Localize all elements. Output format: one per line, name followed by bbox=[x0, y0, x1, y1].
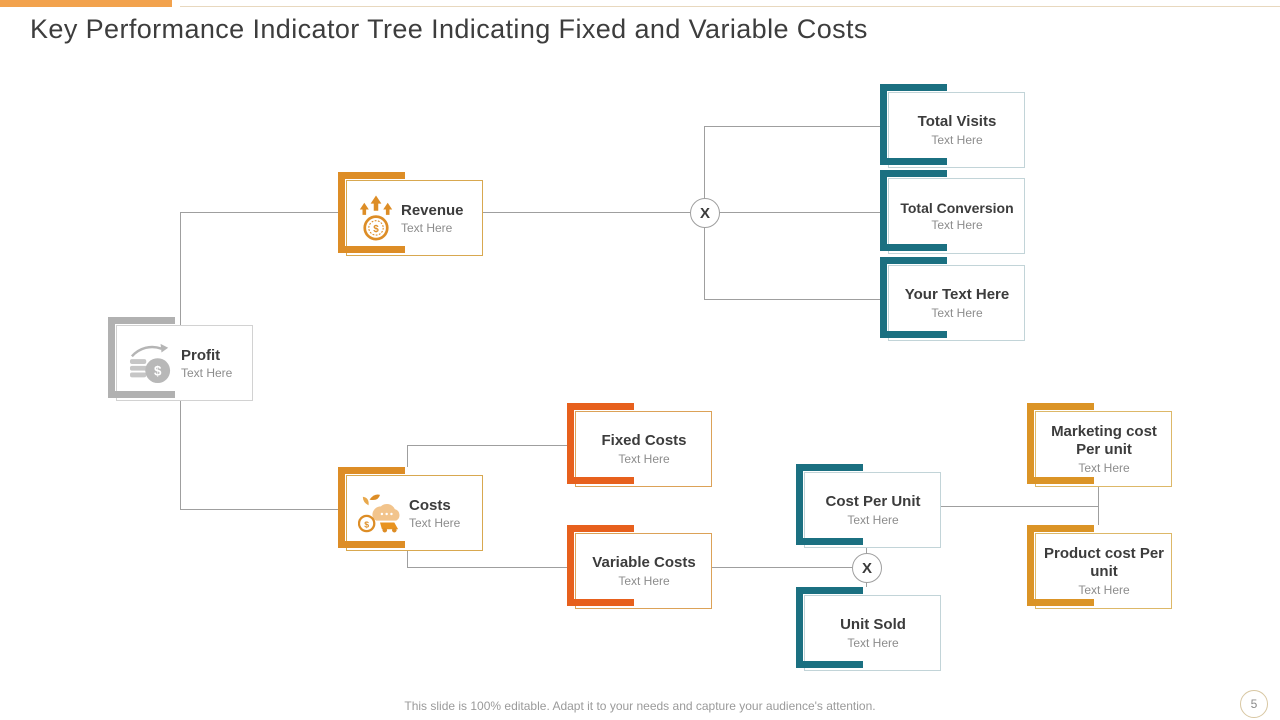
connector-revenue-multiply bbox=[483, 212, 690, 213]
node-cost-per-unit: Cost Per Unit Text Here bbox=[796, 464, 941, 548]
multiply-operator-bottom: X bbox=[852, 553, 882, 583]
node-revenue: $ Revenue Text Here bbox=[338, 172, 483, 256]
node-marketing-cost: Marketing cost Per unit Text Here bbox=[1027, 403, 1172, 487]
node-title: Costs bbox=[409, 496, 451, 514]
node-total-conversion: Total Conversion Text Here bbox=[880, 170, 1025, 254]
node-accent-frame bbox=[880, 170, 947, 251]
node-profit: $ Profit Text Here bbox=[108, 317, 253, 401]
connector-marketing-product bbox=[1098, 487, 1099, 525]
connector-total-visits bbox=[704, 126, 880, 127]
node-outline bbox=[1035, 411, 1172, 487]
node-fixed-costs: Fixed Costs Text Here bbox=[567, 403, 712, 487]
node-product-cost: Product cost Per unit Text Here bbox=[1027, 525, 1172, 609]
connector-total-conversion bbox=[718, 212, 880, 213]
svg-text:$: $ bbox=[364, 519, 369, 529]
node-outline bbox=[888, 178, 1025, 254]
node-accent-frame bbox=[880, 257, 947, 338]
node-outline bbox=[1035, 533, 1172, 609]
node-title: Cost Per Unit bbox=[825, 493, 921, 510]
node-accent-frame bbox=[796, 464, 863, 545]
node-outline bbox=[888, 92, 1025, 168]
node-outline bbox=[804, 472, 941, 548]
page-number-badge: 5 bbox=[1240, 690, 1268, 718]
svg-text:$: $ bbox=[373, 224, 379, 235]
node-accent-frame bbox=[1027, 525, 1094, 606]
connector-variable-costs bbox=[407, 567, 567, 568]
node-outline bbox=[575, 411, 712, 487]
node-subtitle: Text Here bbox=[931, 218, 983, 233]
node-outline bbox=[888, 265, 1025, 341]
node-accent-frame bbox=[338, 467, 405, 548]
node-your-text-here: Your Text Here Text Here bbox=[880, 257, 1025, 341]
node-title: Profit bbox=[181, 346, 221, 364]
costs-money-bag-icon: $ bbox=[358, 492, 402, 534]
node-outline bbox=[346, 475, 483, 551]
node-title: Variable Costs bbox=[592, 554, 696, 571]
node-accent-frame bbox=[796, 587, 863, 668]
page-title: Key Performance Indicator Tree Indicatin… bbox=[30, 14, 868, 44]
revenue-coin-arrows-icon: $ bbox=[358, 194, 394, 242]
connector-cpu-right bbox=[941, 506, 1098, 507]
multiply-operator-top: X bbox=[690, 198, 720, 228]
node-subtitle: Text Here bbox=[931, 133, 983, 147]
node-title: Unit Sold bbox=[840, 616, 906, 633]
node-accent-frame bbox=[1027, 403, 1094, 484]
node-variable-costs: Variable Costs Text Here bbox=[567, 525, 712, 609]
node-subtitle: Text Here bbox=[847, 636, 899, 650]
svg-text:$: $ bbox=[154, 363, 162, 378]
connector-costs-down bbox=[407, 551, 408, 567]
node-outline bbox=[575, 533, 712, 609]
node-subtitle: Text Here bbox=[1078, 583, 1130, 597]
node-title: Total Conversion bbox=[900, 199, 1014, 216]
node-title: Total Visits bbox=[917, 113, 997, 130]
node-costs: $ Costs Text Here bbox=[338, 467, 483, 551]
top-accent-line bbox=[180, 6, 1280, 7]
node-subtitle: Text Here bbox=[401, 220, 453, 235]
node-subtitle: Text Here bbox=[1078, 461, 1130, 475]
node-subtitle: Text Here bbox=[618, 452, 670, 466]
profit-growth-icon: $ bbox=[128, 342, 174, 384]
node-subtitle: Text Here bbox=[618, 574, 670, 588]
node-unit-sold: Unit Sold Text Here bbox=[796, 587, 941, 671]
node-title: Fixed Costs bbox=[601, 432, 687, 449]
connector-variable-multiply bbox=[712, 567, 852, 568]
node-accent-frame bbox=[880, 84, 947, 165]
connector-fixed-costs bbox=[407, 445, 567, 446]
node-outline bbox=[804, 595, 941, 671]
node-title: Revenue bbox=[401, 201, 464, 219]
footer-note: This slide is 100% editable. Adapt it to… bbox=[404, 699, 876, 713]
node-subtitle: Text Here bbox=[409, 515, 461, 530]
connector-costs-up bbox=[407, 445, 408, 467]
top-accent-bar bbox=[0, 0, 172, 7]
node-subtitle: Text Here bbox=[931, 306, 983, 320]
connector-your-text-here bbox=[704, 299, 880, 300]
node-title: Marketing cost Per unit bbox=[1051, 423, 1157, 458]
node-accent-frame bbox=[108, 317, 175, 398]
node-outline bbox=[116, 325, 253, 401]
node-accent-frame bbox=[567, 525, 634, 606]
node-total-visits: Total Visits Text Here bbox=[880, 84, 1025, 168]
node-accent-frame bbox=[567, 403, 634, 484]
node-accent-frame bbox=[338, 172, 405, 253]
node-title: Your Text Here bbox=[904, 286, 1010, 303]
node-title: Product cost Per unit bbox=[1043, 545, 1165, 580]
connector-profit-costs bbox=[180, 509, 338, 510]
node-subtitle: Text Here bbox=[847, 513, 899, 527]
connector-profit-revenue bbox=[180, 212, 338, 213]
node-subtitle: Text Here bbox=[181, 365, 233, 380]
